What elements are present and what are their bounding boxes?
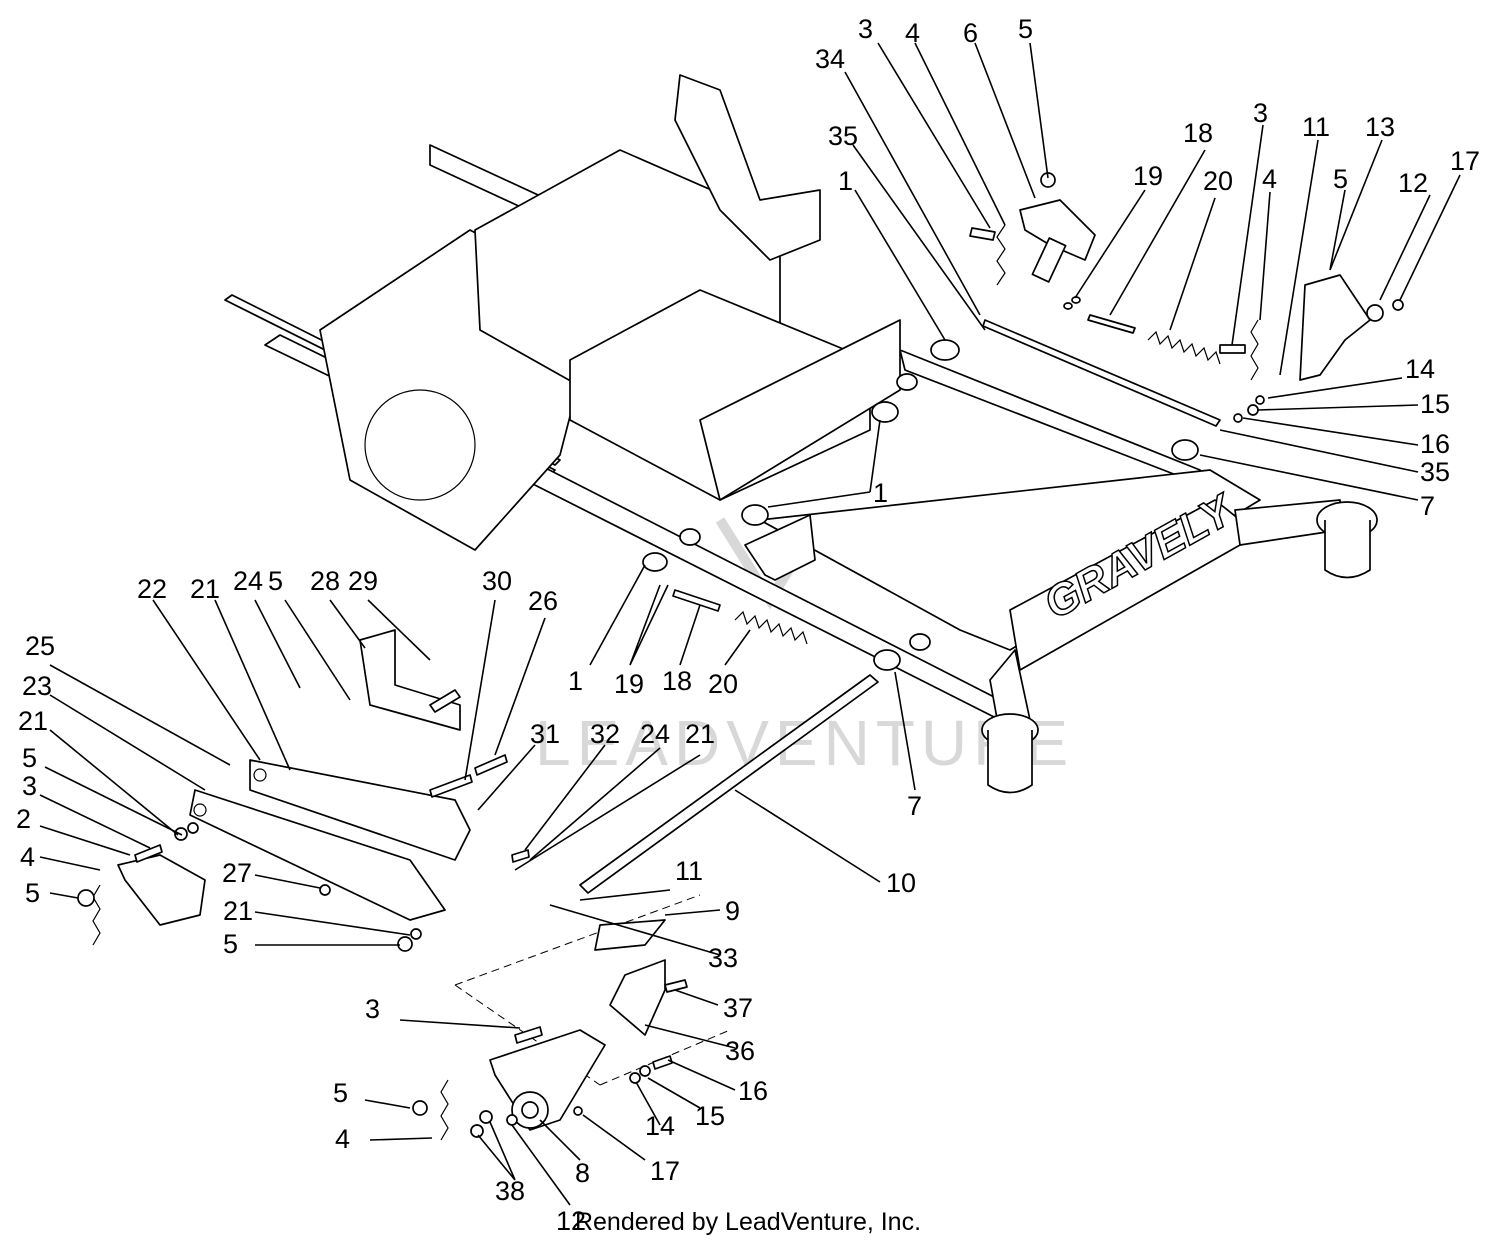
callout-19: 19 [614, 669, 644, 699]
plate-9 [594, 919, 666, 951]
callout-4: 4 [905, 18, 920, 48]
callout-29: 29 [348, 566, 378, 596]
callout-28: 28 [310, 566, 340, 596]
callout-2: 2 [16, 804, 31, 834]
callout-5: 5 [1333, 164, 1348, 194]
callout-5: 5 [22, 743, 37, 773]
callout-33: 33 [708, 943, 738, 973]
callout-36: 36 [725, 1036, 755, 1066]
callout-14: 14 [1405, 354, 1435, 384]
callout-3: 3 [858, 14, 873, 44]
callout-3: 3 [22, 771, 37, 801]
callout-13: 13 [1365, 112, 1395, 142]
callout-4: 4 [20, 842, 35, 872]
render-credit: Rendered by LeadVenture, Inc. [0, 1208, 1500, 1237]
callout-16: 16 [1420, 429, 1450, 459]
callout-10: 10 [886, 868, 916, 898]
callout-26: 26 [528, 586, 558, 616]
callout-21: 21 [223, 896, 253, 926]
callout-32: 32 [590, 719, 620, 749]
callout-14: 14 [645, 1111, 675, 1141]
callout-22: 22 [137, 574, 167, 604]
callout-1: 1 [873, 478, 888, 508]
callout-19: 19 [1133, 161, 1163, 191]
callout-21: 21 [18, 706, 48, 736]
callout-11: 11 [675, 856, 703, 886]
callout-7: 7 [907, 791, 922, 821]
callout-23: 23 [22, 671, 52, 701]
callout-5: 5 [223, 929, 238, 959]
callout-21: 21 [190, 574, 220, 604]
callout-17: 17 [1450, 146, 1480, 176]
callout-18: 18 [662, 666, 692, 696]
callout-3: 3 [1253, 98, 1268, 128]
callout-24: 24 [640, 719, 670, 749]
callout-25: 25 [25, 631, 55, 661]
callout-3: 3 [365, 994, 380, 1024]
rear-lift-parts [969, 172, 1404, 427]
bracket-rear-right [1299, 274, 1371, 381]
callout-18: 18 [1183, 118, 1213, 148]
callout-8: 8 [575, 1158, 590, 1188]
callout-5: 5 [1018, 14, 1033, 44]
bracket-2 [117, 854, 206, 926]
bracket-28 [359, 629, 461, 731]
callout-38: 38 [495, 1176, 525, 1206]
watermark: LEADVENTURE [535, 517, 1074, 779]
callout-15: 15 [1420, 389, 1450, 419]
lift-rod [982, 319, 1221, 427]
callout-6: 6 [963, 18, 978, 48]
bracket-36 [609, 959, 666, 1036]
front-bar-upper [249, 759, 471, 861]
callout-35: 35 [828, 121, 858, 151]
callout-4: 4 [335, 1124, 350, 1154]
callout-16: 16 [738, 1076, 768, 1106]
callout-5: 5 [25, 878, 40, 908]
callout-20: 20 [708, 669, 738, 699]
callout-1: 1 [568, 666, 583, 696]
spring-front [734, 610, 808, 645]
bracket-rear-left [1019, 199, 1096, 261]
callout-12: 12 [1398, 168, 1428, 198]
callout-7: 7 [1420, 491, 1435, 521]
callout-12: 12 [556, 1206, 586, 1236]
callout-4: 4 [1262, 164, 1277, 194]
callout-34: 34 [815, 44, 845, 74]
callout-30: 30 [482, 566, 512, 596]
callout-31: 31 [530, 719, 560, 749]
callout-numbers: 3 4 6 5 34 35 1 18 19 20 3 11 13 4 5 12 … [16, 14, 1480, 1236]
callout-15: 15 [695, 1101, 725, 1131]
front-lift-parts [77, 552, 901, 1141]
callout-37: 37 [723, 993, 753, 1023]
long-rod [579, 674, 879, 894]
callout-245: 24 [233, 566, 263, 596]
callout-27: 27 [222, 858, 252, 888]
footer-text: Rendered by LeadVenture, Inc. [574, 1208, 922, 1236]
mower-frame: GRAVELY [224, 74, 1378, 794]
callout-21: 21 [685, 719, 715, 749]
callout-5: 5 [268, 566, 283, 596]
callout-17: 17 [650, 1156, 680, 1186]
callout-35: 35 [1420, 457, 1450, 487]
watermark-text: LEADVENTURE [535, 707, 1074, 779]
callout-20: 20 [1203, 166, 1233, 196]
callout-9: 9 [725, 896, 740, 926]
front-bar-lower [189, 789, 446, 921]
leader-lines [39, 42, 1461, 1206]
callout-11: 11 [1302, 112, 1330, 142]
spring-rear [1147, 330, 1221, 365]
callout-1: 1 [838, 166, 853, 196]
callout-5: 5 [333, 1078, 348, 1108]
